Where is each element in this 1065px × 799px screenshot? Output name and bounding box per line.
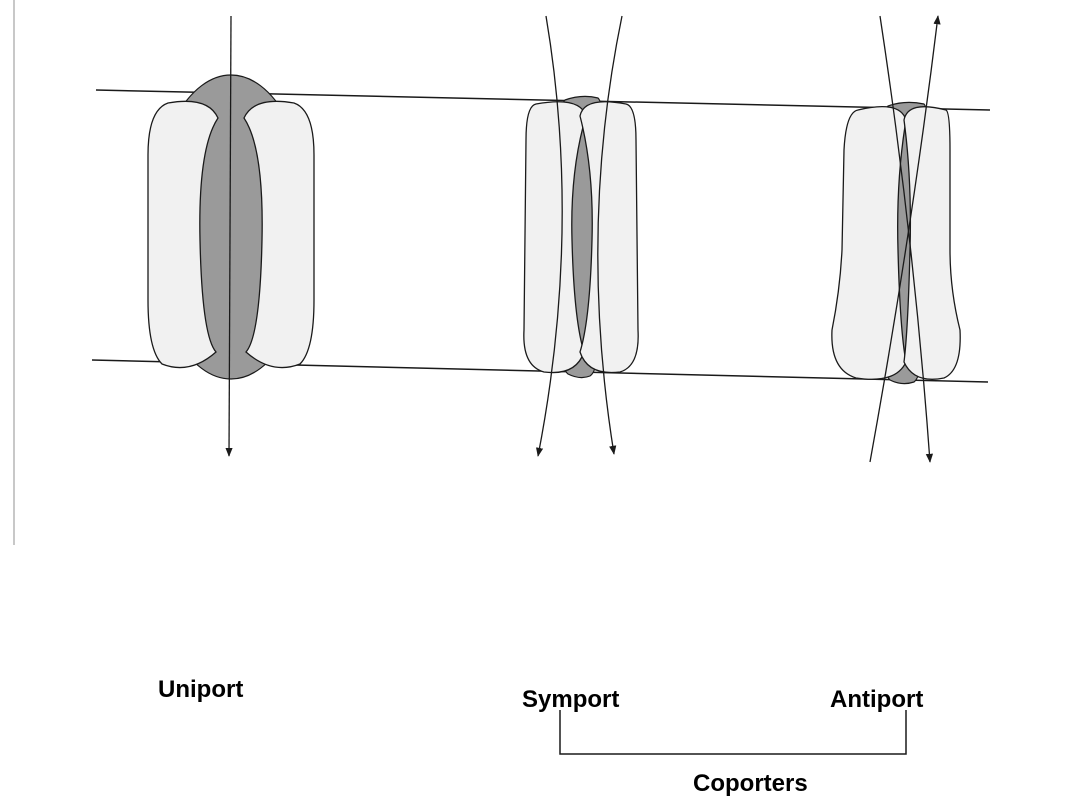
antiport-transporter <box>832 16 960 462</box>
antiport-left-subunit <box>832 107 906 380</box>
uniport-transporter <box>148 16 314 456</box>
antiport-label: Antiport <box>830 686 923 714</box>
symport-label: Symport <box>522 686 619 714</box>
uniport-label: Uniport <box>158 676 243 704</box>
coporters-bracket <box>560 710 906 754</box>
coporters-label: Coporters <box>693 770 808 798</box>
symport-transporter <box>524 16 638 456</box>
antiport-right-subunit <box>904 107 960 380</box>
